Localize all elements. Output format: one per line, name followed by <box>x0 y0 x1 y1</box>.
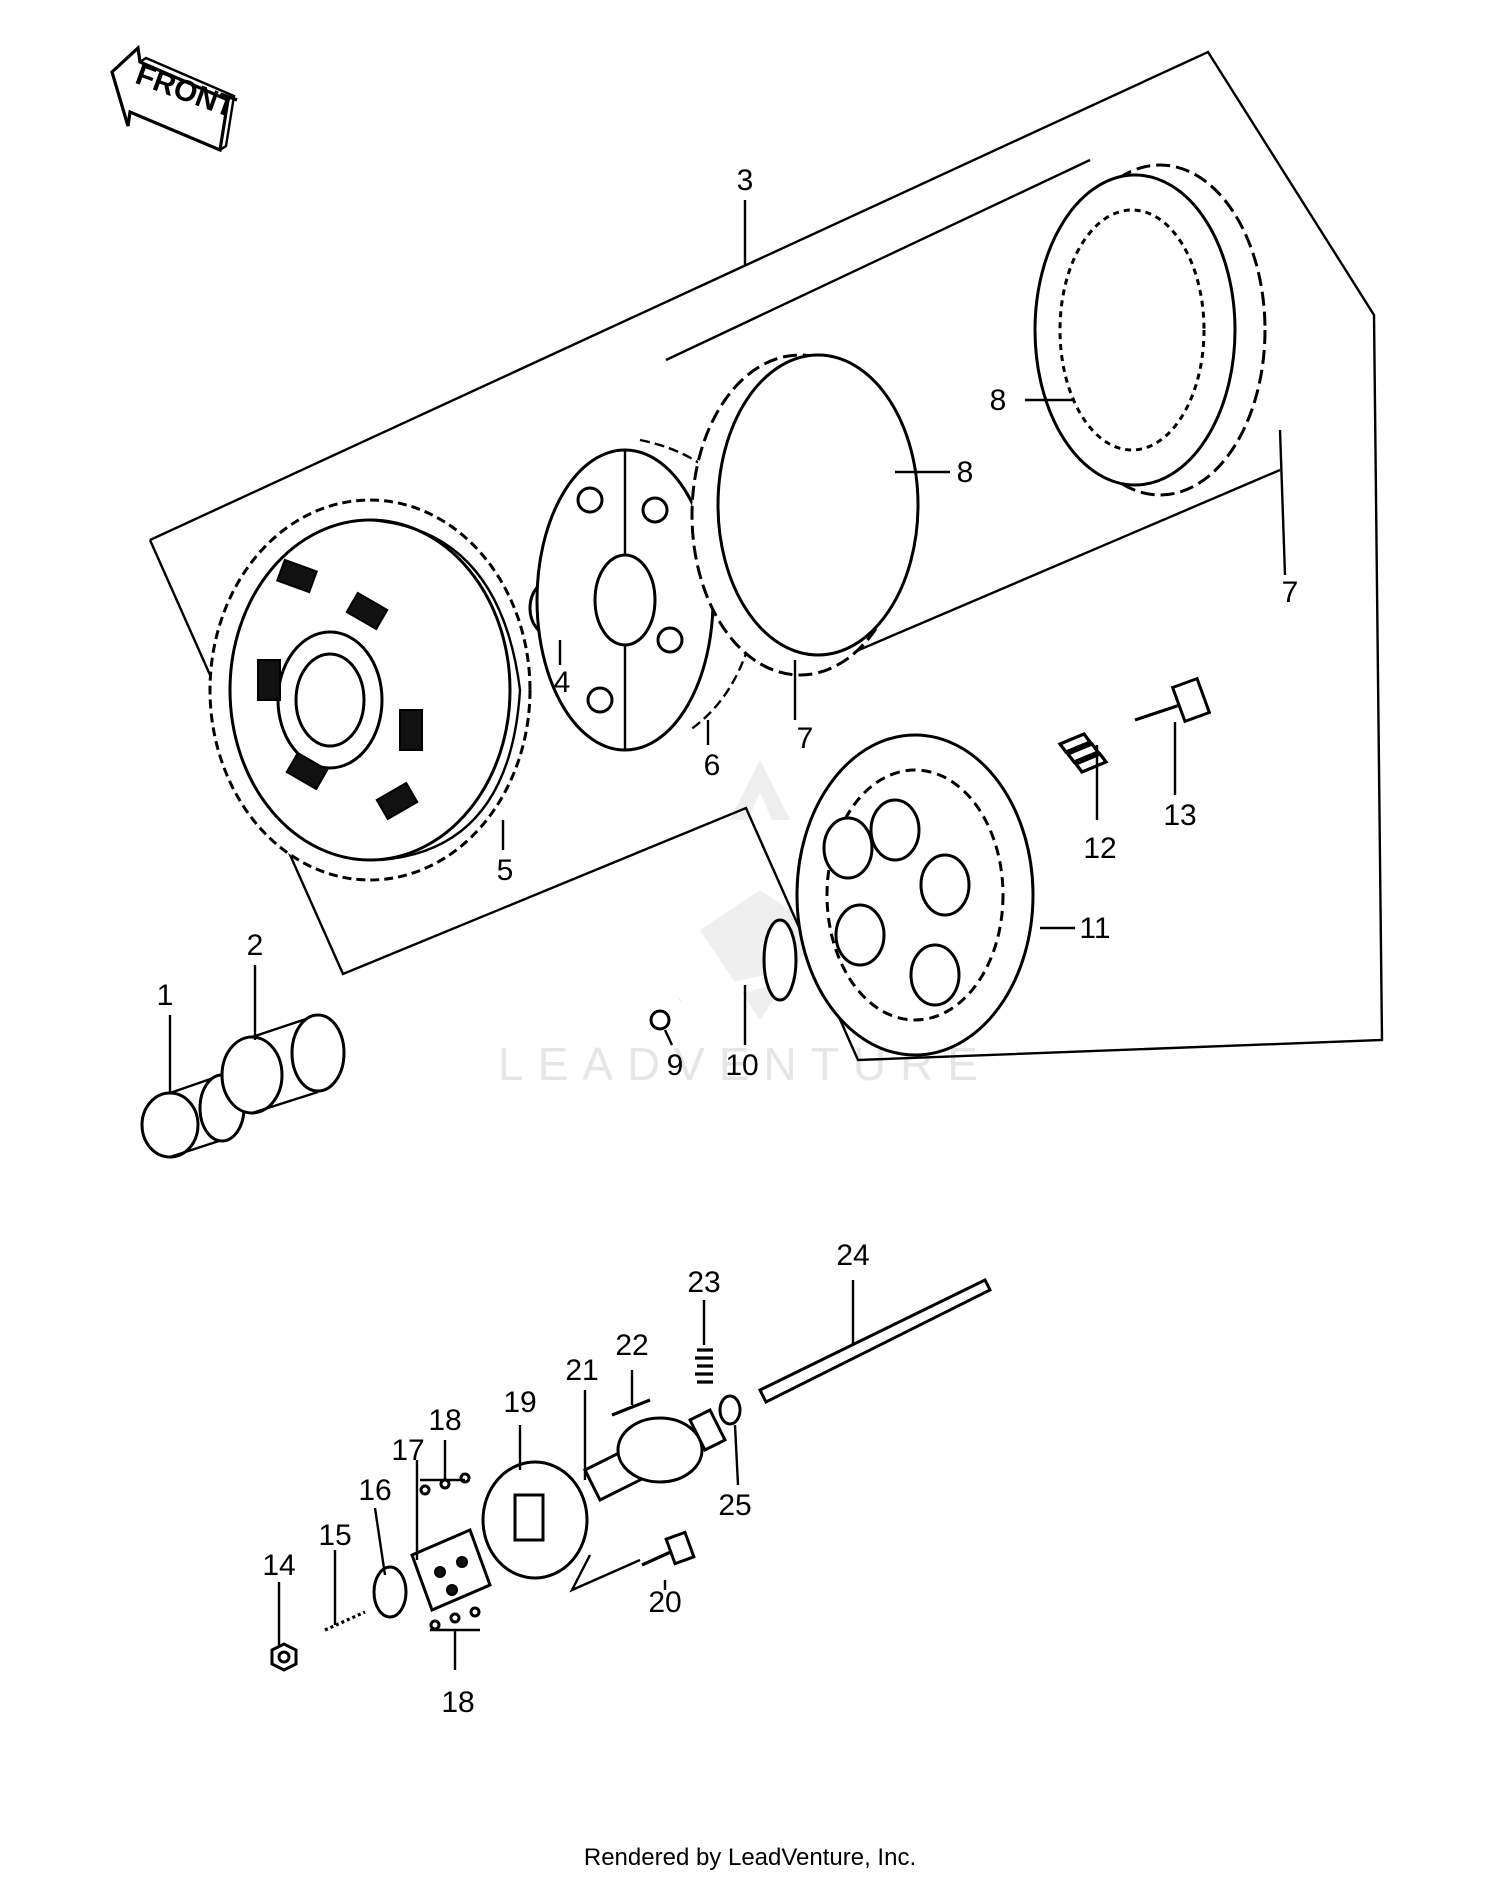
callout-12: 12 <box>1083 832 1116 865</box>
callout-15: 15 <box>318 1519 351 1552</box>
friction-plate-inner <box>690 353 920 677</box>
needle-bearing <box>220 1013 346 1115</box>
callout-11: 11 <box>1079 912 1110 945</box>
callout-19: 19 <box>503 1386 536 1419</box>
steel-ball <box>649 1009 671 1031</box>
clutch-bolt <box>1134 676 1212 724</box>
footer-credit: Rendered by LeadVenture, Inc. <box>584 1844 916 1871</box>
clutch-spring <box>1057 732 1109 774</box>
callout-2: 2 <box>247 929 264 962</box>
o-ring <box>718 1394 742 1426</box>
pressure-plate <box>795 733 1035 1057</box>
callout-18b: 18 <box>441 1686 474 1719</box>
callout-24: 24 <box>836 1239 869 1272</box>
callout-18a: 18 <box>428 1404 461 1437</box>
callout-13: 13 <box>1163 799 1196 832</box>
callout-6: 6 <box>704 749 721 782</box>
callout-17: 17 <box>391 1434 424 1467</box>
callout-3: 3 <box>737 164 754 197</box>
callout-23: 23 <box>687 1266 720 1299</box>
housing-bolt <box>569 1530 696 1593</box>
adjuster-plate <box>410 1527 492 1613</box>
callout-8b: 8 <box>957 456 974 489</box>
clutch-assembly-outline <box>148 50 1384 1062</box>
callout-21: 21 <box>565 1354 598 1387</box>
clutch-housing-gear <box>208 498 532 882</box>
long-push-rod <box>757 1277 993 1405</box>
front-label: FRONT <box>131 58 239 124</box>
cotter-pin <box>611 1398 651 1417</box>
callout-8a: 8 <box>990 384 1007 417</box>
friction-plate-outer <box>1033 163 1267 497</box>
release-lever-shaft <box>582 1407 728 1503</box>
front-direction-badge: FRONT <box>110 44 240 153</box>
adjuster-spring <box>324 1610 366 1632</box>
callout-7a: 7 <box>797 722 814 755</box>
callout-16: 16 <box>358 1474 391 1507</box>
callout-22: 22 <box>615 1329 648 1362</box>
callout-9: 9 <box>667 1049 684 1082</box>
lock-nut <box>270 1642 298 1672</box>
leader-lines <box>168 200 1287 1670</box>
plate-guide-lines <box>665 158 1281 672</box>
small-spring <box>695 1348 713 1384</box>
clutch-hub <box>535 438 762 752</box>
callout-20: 20 <box>648 1586 681 1619</box>
callout-14: 14 <box>262 1549 295 1582</box>
callout-7b: 7 <box>1282 576 1299 609</box>
callout-4: 4 <box>554 666 571 699</box>
callout-10: 10 <box>725 1049 758 1082</box>
release-housing <box>481 1460 589 1580</box>
callout-1: 1 <box>157 979 174 1012</box>
callout-5: 5 <box>497 854 514 887</box>
callout-25: 25 <box>718 1489 751 1522</box>
circlip <box>372 1565 408 1619</box>
push-rod <box>678 918 798 1006</box>
callout-labels: 3 8 8 7 7 6 4 5 11 12 13 9 10 1 2 24 23 … <box>157 164 1299 1719</box>
steel-balls-18 <box>419 1472 481 1631</box>
